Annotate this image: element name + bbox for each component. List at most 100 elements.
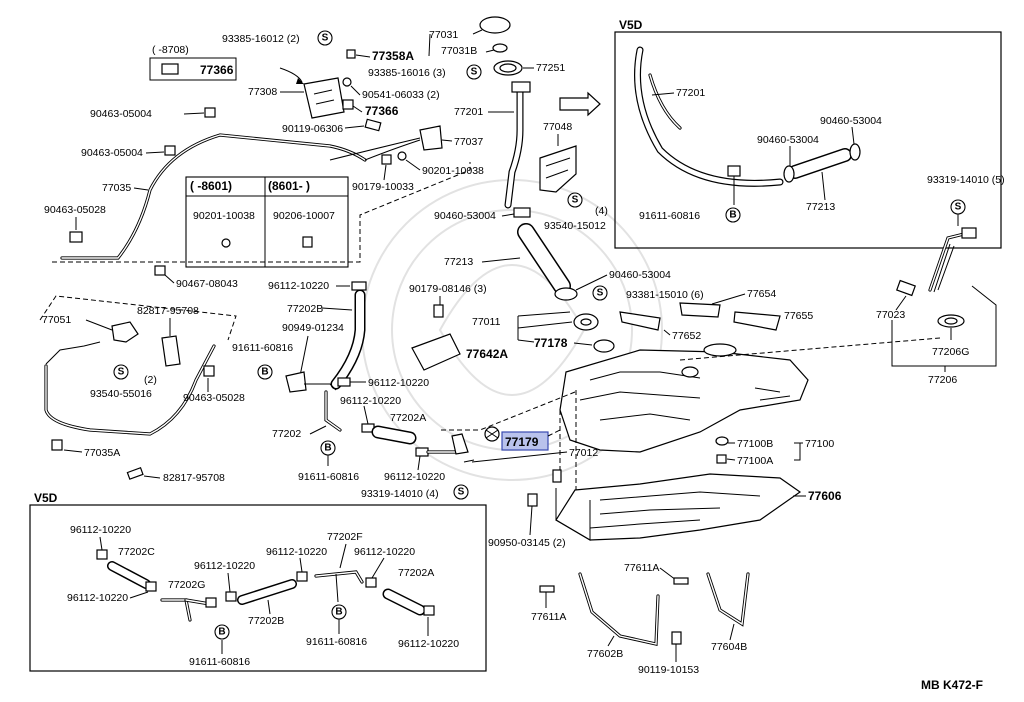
label-2: (2): [144, 374, 157, 386]
w-96112-a: 96112-10220: [70, 524, 131, 536]
label-77206g: 77206G: [932, 346, 969, 358]
label-77100: 77100: [805, 438, 834, 450]
svg-text:S: S: [118, 367, 125, 378]
fuel-pump-group: 93319-14010 (5) S 77023 77206G 77206: [876, 174, 1005, 386]
table-value-col2: 90206-10007: [273, 210, 335, 222]
label-77201: 77201: [454, 106, 483, 118]
label-91611-a: 91611-60816: [232, 342, 293, 354]
label-96112-10220-a: 96112-10220: [268, 280, 329, 292]
label-77023: 77023: [876, 309, 905, 321]
label-90463-05028-b: 90463-05028: [183, 392, 245, 404]
label-77655: 77655: [784, 310, 813, 322]
w-96112-b: 96112-10220: [67, 592, 128, 604]
w-96112-e: 96112-10220: [354, 546, 415, 558]
label-90541: 90541-06033 (2): [362, 89, 440, 101]
label-77251: 77251: [536, 62, 565, 74]
w-77202g: 77202G: [168, 579, 205, 591]
label-93540-55016: 93540-55016: [90, 388, 152, 400]
v5d-label-91611: 91611-60816: [639, 210, 700, 222]
w-77202c: 77202C: [118, 546, 155, 558]
diagram-code: MB K472-F: [921, 678, 983, 692]
label-93319-14010-b: 93319-14010 (5): [927, 174, 1005, 186]
svg-text:S: S: [458, 487, 465, 498]
label-93319-14010-a: 93319-14010 (4): [361, 488, 439, 500]
label-77100b: 77100B: [737, 438, 773, 450]
label-77213: 77213: [444, 256, 473, 268]
label-4: (4): [595, 205, 608, 217]
label-90460-53004-a: 90460-53004: [434, 210, 496, 222]
label-77642a: 77642A: [466, 347, 508, 361]
label-77011: 77011: [472, 316, 501, 328]
label-90463-05004-a: 90463-05004: [90, 108, 152, 120]
label-77031b: 77031B: [441, 45, 477, 57]
label-93540-15012: 93540-15012: [544, 220, 606, 232]
svg-text:S: S: [572, 195, 579, 206]
label-77031: 77031: [429, 29, 458, 41]
table-header-col2: (8601- ): [268, 179, 310, 193]
label-77366-a: 77366: [200, 63, 234, 77]
label-77178: 77178: [534, 336, 568, 350]
label-90179-10033: 90179-10033: [352, 181, 414, 193]
svg-text:S: S: [322, 33, 329, 44]
v5d-label-90460-a: 90460-53004: [757, 134, 819, 146]
label-77202: 77202: [272, 428, 301, 440]
label-90119-10153: 90119-10153: [638, 664, 699, 676]
table-header-col1: ( -8601): [190, 179, 232, 193]
v5d-top-title: V5D: [619, 18, 643, 32]
fuel-lid-group: 93385-16012 (2) S ( -8708) 77366 77308 7…: [44, 30, 484, 290]
w-96112-d: 96112-10220: [266, 546, 327, 558]
label-77604b: 77604B: [711, 641, 747, 653]
svg-text:S: S: [471, 67, 478, 78]
w-91611-b: 91611-60816: [306, 636, 367, 648]
label-93385-16012: 93385-16012 (2): [222, 33, 300, 45]
w-77202b: 77202B: [248, 615, 284, 627]
v5d-label-90460-b: 90460-53004: [820, 115, 882, 127]
label-77206: 77206: [928, 374, 957, 386]
label-77358a: 77358A: [372, 49, 414, 63]
tank-straps-group: 77611A 77611A 77602B 90119-10153 77604B …: [531, 562, 983, 692]
label-77012: 77012: [569, 447, 598, 459]
label-90467: 90467-08043: [176, 278, 238, 290]
label-96112-10220-d: 96112-10220: [384, 471, 445, 483]
v5d-label-77213: 77213: [806, 201, 835, 213]
highlight-77179[interactable]: [501, 431, 549, 451]
label-90460-53004-b: 90460-53004: [609, 269, 671, 281]
svg-text:B: B: [218, 627, 225, 638]
w-96112-f: 96112-10220: [398, 638, 459, 650]
v5d-bottom-title: V5D: [34, 491, 58, 505]
label-77202a: 77202A: [390, 412, 426, 424]
w-91611-a: 91611-60816: [189, 656, 250, 668]
svg-text:B: B: [729, 210, 736, 221]
label-90950: 90950-03145 (2): [488, 537, 566, 549]
label-77037: 77037: [454, 136, 483, 148]
label-91611-b: 91611-60816: [298, 471, 359, 483]
label-96112-10220-b: 96112-10220: [368, 377, 429, 389]
label-77652: 77652: [672, 330, 701, 342]
w-77202a: 77202A: [398, 567, 434, 579]
label-77366-b: 77366: [365, 104, 399, 118]
label-82817-95708-b: 82817-95708: [163, 472, 225, 484]
label-77602b: 77602B: [587, 648, 623, 660]
label-90463-05028: 90463-05028: [44, 204, 106, 216]
label-77051: 77051: [42, 314, 71, 326]
table-value-col1: 90201-10038: [193, 210, 255, 222]
filler-pipe-group: 77031 77031B 77251 77201 77048 90460-530…: [409, 16, 813, 371]
v5d-top-panel: V5D 77201 90460-53004 90460-53004 91611-…: [614, 18, 1002, 249]
svg-text:S: S: [597, 288, 604, 299]
w-77202f: 77202F: [327, 531, 363, 543]
v5d-bottom-panel: V5D 96112-10220 77202C 96112-10220 77202…: [29, 491, 487, 672]
label-77611a-b: 77611A: [624, 562, 659, 574]
label-77035: 77035: [102, 182, 131, 194]
svg-text:B: B: [324, 443, 331, 454]
label-77654: 77654: [747, 288, 776, 300]
label-77035a: 77035A: [84, 447, 120, 459]
label-96112-10220-c: 96112-10220: [340, 395, 401, 407]
breather-hose-group: 96112-10220 77202B 90949-01234 91611-608…: [232, 280, 469, 500]
label-90119-06306: 90119-06306: [282, 123, 343, 135]
svg-text:B: B: [261, 367, 268, 378]
label-90179-08146: 90179-08146 (3): [409, 283, 487, 295]
label-93381-15010: 93381-15010 (6): [626, 289, 704, 301]
label-77048: 77048: [543, 121, 572, 133]
w-96112-c: 96112-10220: [194, 560, 255, 572]
label-77100a: 77100A: [737, 455, 773, 467]
